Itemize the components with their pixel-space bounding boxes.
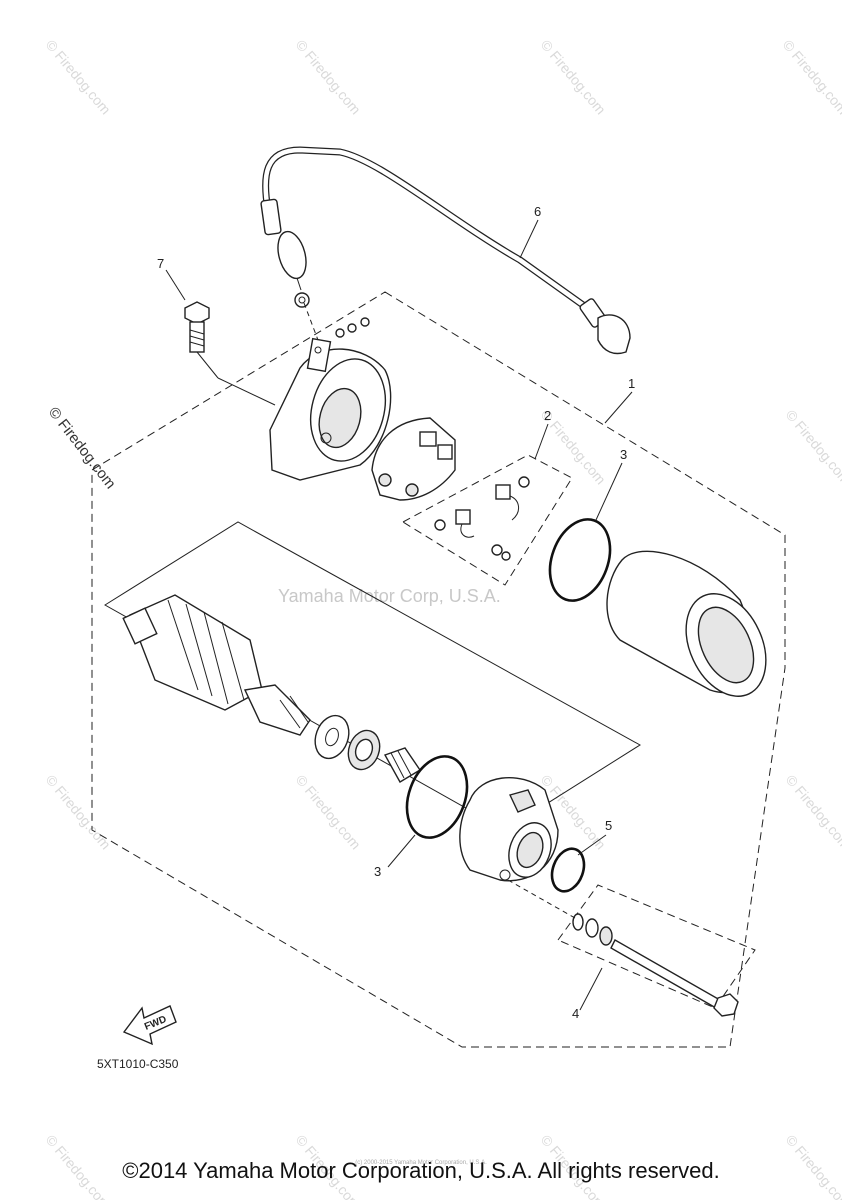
o-ring-upper xyxy=(548,518,612,602)
callout-5: 5 xyxy=(605,818,612,833)
bearing-set xyxy=(314,714,421,783)
watermark-text: © Firedog.com xyxy=(293,37,364,118)
watermark-text: © Firedog.com xyxy=(43,37,114,118)
o-ring-lower xyxy=(405,755,469,839)
watermark-text: © Firedog.com xyxy=(783,772,842,853)
through-bolt xyxy=(507,879,739,1017)
callout-3-lower: 3 xyxy=(374,864,381,879)
watermark-text: © Firedog.com xyxy=(43,772,114,853)
brush-kit-outline xyxy=(401,454,573,586)
front-cover xyxy=(459,776,559,882)
callout-6: 6 xyxy=(534,204,541,219)
callout-4: 4 xyxy=(572,1006,579,1021)
side-watermark: © Firedog.com xyxy=(45,404,119,492)
drawing-code: 5XT1010-C350 xyxy=(97,1057,179,1071)
center-watermark: Yamaha Motor Corp, U.S.A. xyxy=(278,586,501,606)
bolt-kit-outline xyxy=(557,884,756,1009)
o-ring-small xyxy=(550,847,586,893)
mounting-bolt xyxy=(184,301,276,406)
callout-3-upper: 3 xyxy=(620,447,627,462)
callout-2: 2 xyxy=(544,408,551,423)
copyright-footer: ©2014 Yamaha Motor Corporation, U.S.A. A… xyxy=(122,1158,720,1183)
watermark-text: © Firedog.com xyxy=(783,407,842,488)
watermark-text: © Firedog.com xyxy=(293,772,364,853)
starter-yoke xyxy=(606,550,767,697)
brush-kit-parts xyxy=(434,476,530,561)
callout-1: 1 xyxy=(628,376,635,391)
callout-leaders xyxy=(165,219,633,1011)
assembly-outline xyxy=(91,291,786,1048)
rear-cover xyxy=(269,302,392,481)
starter-cable xyxy=(260,146,631,355)
callout-7: 7 xyxy=(157,256,164,271)
watermark-text: © Firedog.com xyxy=(538,37,609,118)
watermark-text: © Firedog.com xyxy=(780,37,842,118)
armature xyxy=(122,594,311,736)
fwd-arrow-icon: FWD xyxy=(122,1005,177,1046)
tiny-copyright-notice: (c) 2000-2015 Yamaha Motor Corporation, … xyxy=(355,1160,487,1166)
brush-holder xyxy=(371,417,456,501)
